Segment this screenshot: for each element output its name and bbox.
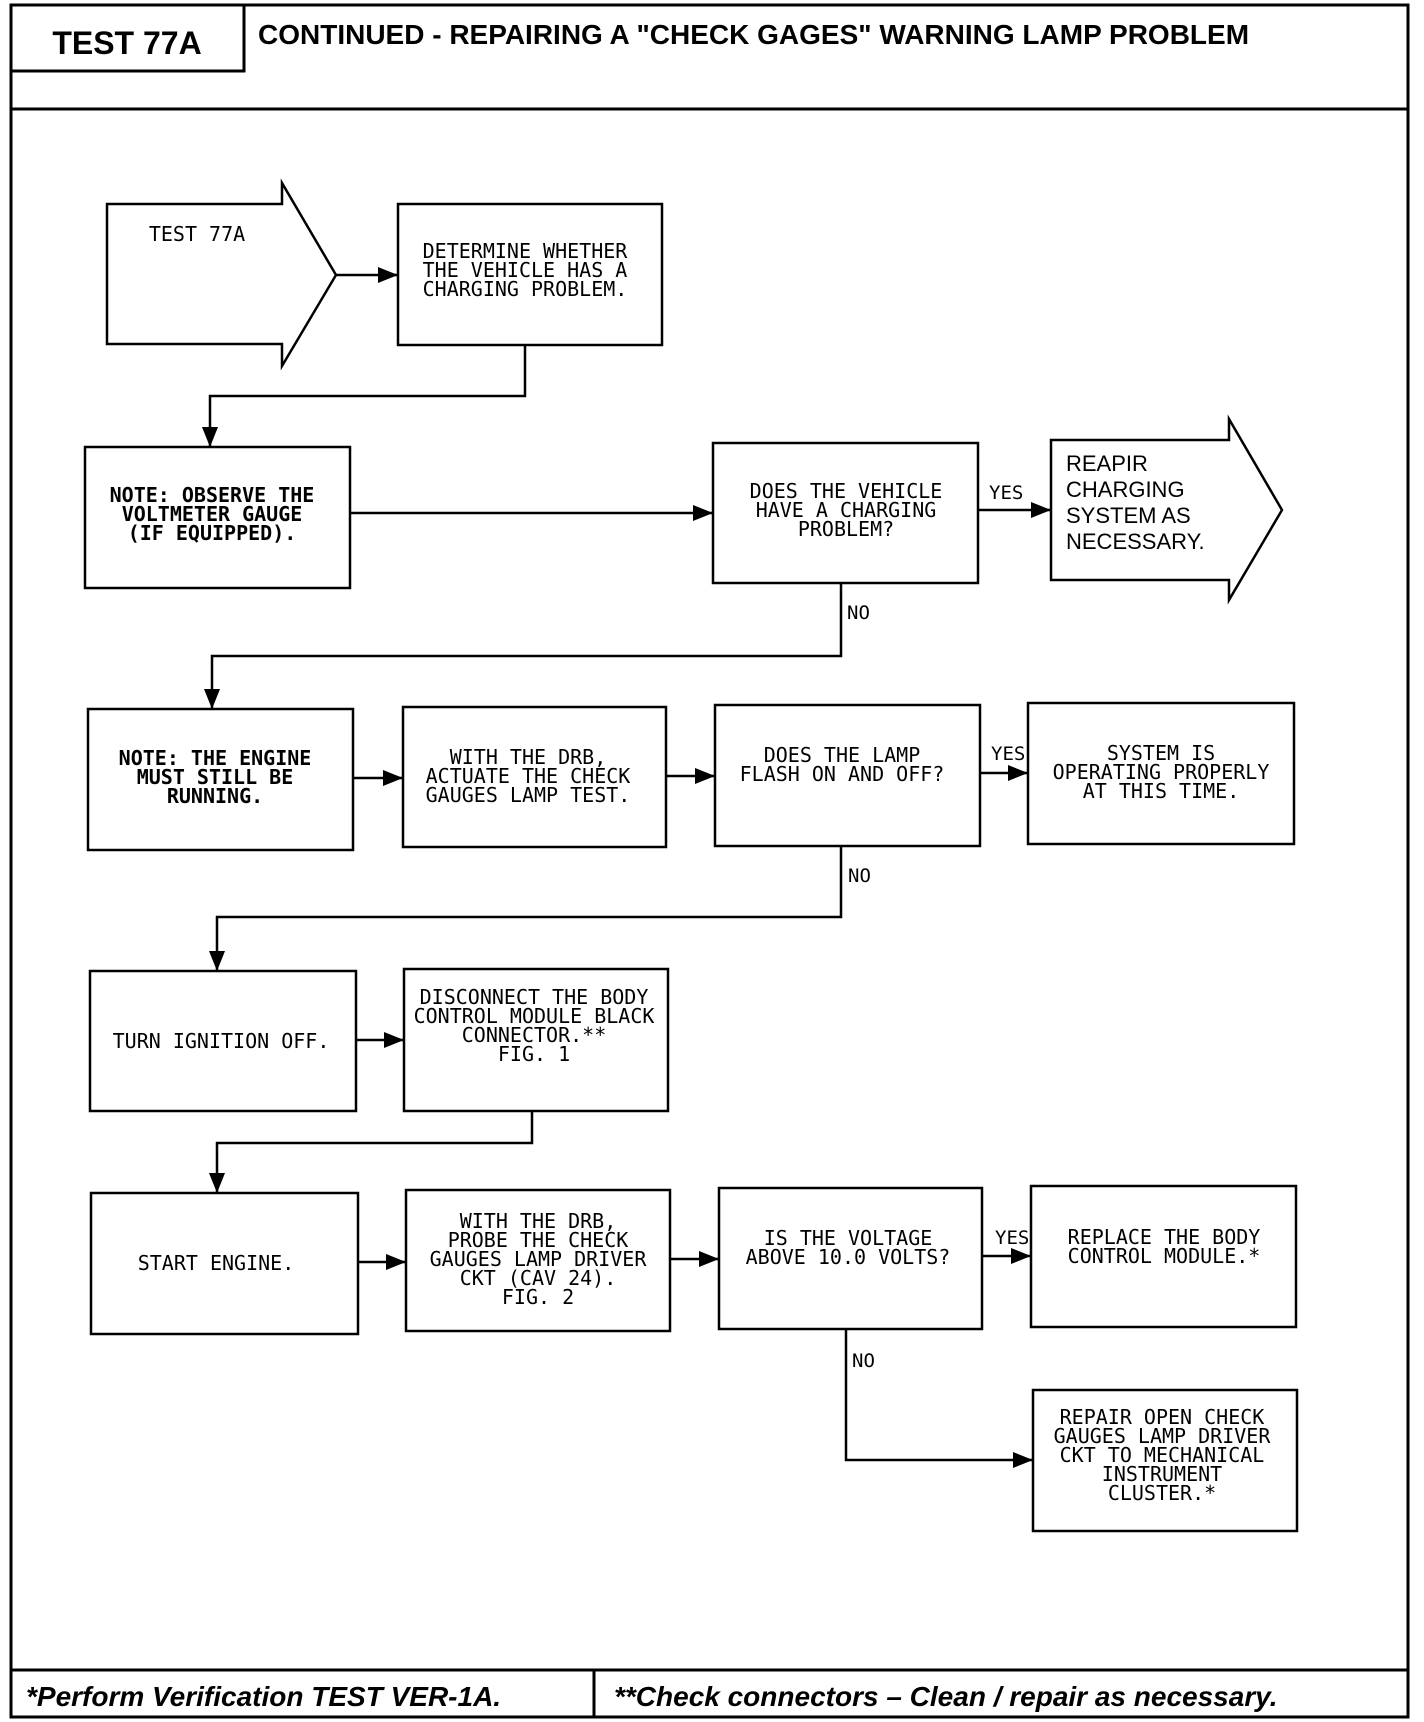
node-text-line: CONNECTOR.** [462,1023,607,1047]
node-text-line: DOES THE LAMP [764,743,921,767]
node-text-line: OPERATING PROPERLY [1053,760,1270,784]
footer: *Perform Verification TEST VER-1A. **Che… [11,1668,1408,1717]
node-text-line: CONTROL MODULE.* [1068,1244,1261,1268]
node-text: TEST 77A [149,222,245,246]
footer-note-connectors: **Check connectors – Clean / repair as n… [614,1681,1278,1712]
node-text-line: IS THE VOLTAGE [764,1226,933,1250]
node-text-line: THE VEHICLE HAS A [423,258,628,282]
footer-note-verification: *Perform Verification TEST VER-1A. [26,1681,501,1712]
node-text-line: ABOVE 10.0 VOLTS? [746,1245,951,1269]
start-engine-node: START ENGINE. [89,1191,360,1336]
node-text-line: START ENGINE. [138,1251,295,1275]
node-text-line: FLASH ON AND OFF? [740,762,945,786]
node-text-line: NOTE: OBSERVE THE [110,483,315,507]
node-text-line: VOLTMETER GAUGE [122,502,303,526]
node-text-line: DOES THE VEHICLE [750,479,943,503]
yes-label: YES [995,1227,1029,1249]
ignition-off-node: TURN IGNITION OFF. [88,969,358,1113]
node-text-line: TURN IGNITION OFF. [113,1029,330,1053]
node-text-line: CHARGING [1066,477,1185,502]
yes-label: YES [991,743,1025,765]
node-text-line: CKT (CAV 24). [460,1266,617,1290]
node-text-line: CLUSTER.* [1108,1481,1216,1505]
node-text-line: RUNNING. [167,784,263,808]
yes-label: YES [989,482,1023,504]
node-text-line: CONTROL MODULE BLACK [414,1004,655,1028]
page-title: CONTINUED - REPAIRING A "CHECK GAGES" WA… [258,19,1249,50]
node-text-line: GAUGES LAMP TEST. [426,783,631,807]
page-frame [9,3,1410,1719]
no-label: NO [847,602,870,624]
test-label: TEST 77A [52,25,201,61]
node-text-line: CKT TO MECHANICAL [1060,1443,1265,1467]
node-text-line: GAUGES LAMP DRIVER [430,1247,648,1271]
edge-labels: YES NO YES NO YES NO [847,482,1029,1372]
node-text-line: REPLACE THE BODY [1068,1225,1261,1249]
node-text-line: SYSTEM IS [1107,741,1215,765]
node-text-line: REPAIR OPEN CHECK [1060,1405,1265,1429]
node-text-line: SYSTEM AS [1066,503,1191,528]
node-text: TURN IGNITION OFF. [113,1029,330,1053]
node-text-line: FIG. 2 [502,1285,574,1309]
node-text: START ENGINE. [138,1251,295,1275]
node-text-line: DETERMINE WHETHER [423,239,629,263]
node-text-line: NOTE: THE ENGINE [119,746,312,770]
node-text-line: GAUGES LAMP DRIVER [1054,1424,1272,1448]
no-label: NO [852,1350,875,1372]
node-text-line: TEST 77A [149,222,245,246]
node-text-line: ACTUATE THE CHECK [426,764,631,788]
node-text-line: CHARGING PROBLEM. [423,277,628,301]
start-node: TEST 77A [105,178,338,371]
node-text-line: REAPIR [1066,451,1148,476]
test-label-box [9,3,246,73]
node-text-line: NECESSARY. [1066,529,1205,554]
node-text-line: WITH THE DRB, [450,745,607,769]
no-label: NO [848,865,871,887]
node-text-line: DISCONNECT THE BODY [420,985,649,1009]
node-text-line: WITH THE DRB, [460,1209,617,1233]
node-text-line: PROBLEM? [798,517,894,541]
header: TEST 77A CONTINUED - REPAIRING A "CHECK … [9,3,1408,111]
node-text-line: AT THIS TIME. [1083,779,1240,803]
node-text-line: INSTRUMENT [1102,1462,1222,1486]
node-text-line: MUST STILL BE [137,765,294,789]
node-text-line: HAVE A CHARGING [756,498,937,522]
connectors [202,267,1051,1468]
node-text-line: FIG. 1 [498,1042,570,1066]
node-text-line: (IF EQUIPPED). [128,521,297,545]
node-text-line: PROBE THE CHECK [448,1228,629,1252]
